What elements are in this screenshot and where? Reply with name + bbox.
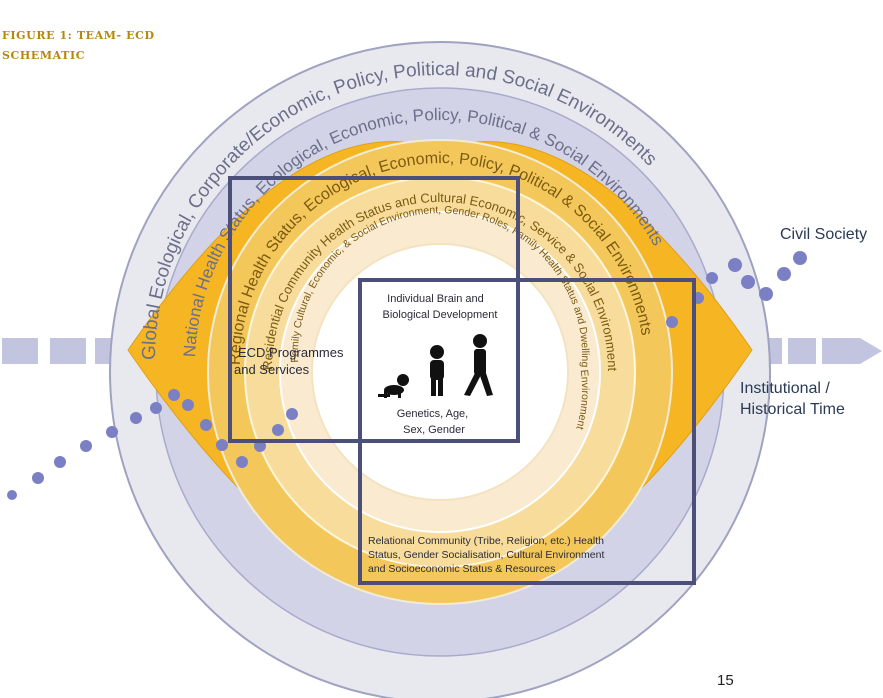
arrow-dash (788, 338, 816, 364)
adult-walking-icon (464, 334, 493, 396)
dot (168, 389, 180, 401)
figure-label-line2: SCHEMATIC (2, 49, 86, 62)
ecd-programmes-box (228, 176, 520, 443)
dot (32, 472, 44, 484)
arrow-dash (2, 338, 38, 364)
dot (759, 287, 773, 301)
civil-society-dots (7, 251, 807, 500)
figure-label: FIGURE 1: TEAM- ECD SCHEMATIC (2, 26, 202, 66)
dot (793, 251, 807, 265)
dot (236, 456, 248, 468)
arrow-head (822, 338, 882, 364)
dot (130, 412, 142, 424)
dot (200, 419, 212, 431)
figure-label-line1: FIGURE 1: TEAM- ECD (2, 29, 155, 42)
dot (80, 440, 92, 452)
page-number: 15 (717, 672, 734, 689)
dot (706, 272, 718, 284)
dot (182, 399, 194, 411)
toddler-standing-icon (430, 345, 444, 396)
civil-society-label: Civil Society (780, 226, 867, 243)
historical-time-label: Institutional / Historical Time (740, 380, 845, 418)
dot (150, 402, 162, 414)
dot (286, 408, 298, 420)
dot (272, 424, 284, 436)
ecd-programmes-label: ECD Programmes and Services (234, 345, 347, 377)
core-top-label: Individual Brain and Biological Developm… (383, 293, 498, 321)
relational-community-box (358, 278, 696, 585)
dot (216, 439, 228, 451)
arrow-dash (50, 338, 86, 364)
core-bottom-label: Genetics, Age, Sex, Gender (397, 408, 472, 436)
dot (7, 490, 17, 500)
baby-crawling-icon (378, 374, 409, 398)
dot (106, 426, 118, 438)
dot (741, 275, 755, 289)
relational-community-label: Relational Community (Tribe, Religion, e… (368, 535, 607, 575)
dot (666, 316, 678, 328)
dot (777, 267, 791, 281)
dot (728, 258, 742, 272)
dot (54, 456, 66, 468)
